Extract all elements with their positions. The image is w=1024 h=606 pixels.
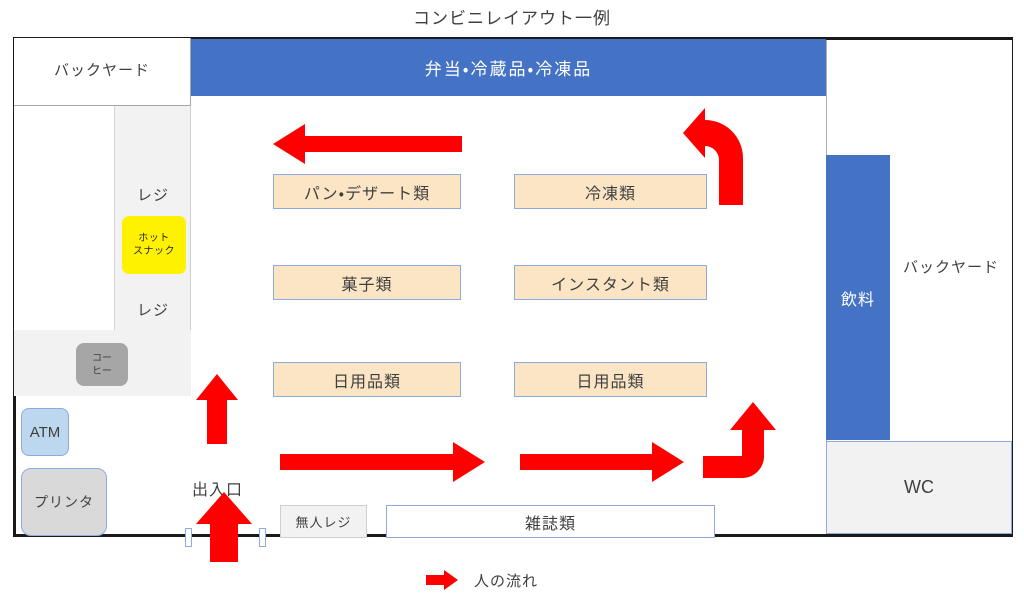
- magazines-label: 雑誌類: [524, 515, 576, 533]
- shelf-sweets: 菓子類: [273, 265, 461, 300]
- shelf-bread-label: パン・デザート類: [303, 185, 431, 203]
- backyard-right-label: バックヤード: [902, 258, 999, 276]
- legend: 人の流れ: [424, 565, 684, 595]
- drinks-label: 飲料: [840, 291, 875, 309]
- page-title: コンビニレイアウト一例: [413, 9, 611, 28]
- shelf-bread-dessert: パン・デザート類: [273, 174, 461, 209]
- self-checkout-register: 無人レジ: [280, 505, 367, 538]
- backyard-top-left: バックヤード: [14, 38, 191, 106]
- legend-arrow-icon: [426, 570, 458, 590]
- printer-machine: プリンタ: [21, 468, 107, 536]
- shelf-frozen: 冷凍類: [514, 174, 707, 209]
- atm-machine: ATM: [21, 408, 69, 456]
- hot-snack-case: ホット スナック: [122, 216, 186, 274]
- shelf-bento-chilled-frozen: 弁当・冷蔵品・冷凍品: [191, 39, 826, 96]
- shelf-instant-label: インスタント類: [551, 276, 670, 294]
- door-marker-right: [259, 528, 266, 547]
- shelf-daily-right-label: 日用品類: [576, 373, 645, 391]
- backyard-top-label: バックヤード: [53, 62, 150, 80]
- restroom: WC: [826, 441, 1012, 534]
- wc-label: WC: [904, 477, 934, 497]
- shelf-frozen-label: 冷凍類: [584, 185, 636, 203]
- hot-snack-label-line2: スナック: [133, 246, 175, 257]
- shelf-daily-goods-left: 日用品類: [273, 362, 461, 397]
- door-marker-left: [185, 528, 192, 547]
- backyard-right: バックヤード: [890, 96, 1012, 440]
- register-top-label: レジ: [136, 186, 169, 204]
- self-checkout-label: 無人レジ: [295, 515, 352, 530]
- coffee-label-line2: ヒー: [92, 365, 112, 377]
- coffee-machine: コー ヒー: [76, 343, 128, 386]
- legend-label: 人の流れ: [474, 572, 539, 590]
- entrance-label: 出入口: [192, 482, 244, 499]
- register-top: レジ: [115, 177, 191, 211]
- shelf-instant-food: インスタント類: [514, 265, 707, 300]
- shelf-daily-left-label: 日用品類: [332, 373, 401, 391]
- shelf-sweets-label: 菓子類: [341, 276, 393, 294]
- hot-snack-label-line1: ホット: [138, 232, 170, 244]
- register-bottom: レジ: [115, 292, 191, 326]
- top-shelf-label: 弁当・冷蔵品・冷凍品: [424, 60, 593, 79]
- register-bottom-label: レジ: [136, 301, 169, 319]
- shelf-daily-goods-right: 日用品類: [514, 362, 707, 397]
- printer-label: プリンタ: [34, 494, 94, 510]
- coffee-label-line1: コー: [92, 352, 112, 364]
- atm-label: ATM: [29, 423, 61, 441]
- shelf-drinks: 飲料: [826, 155, 890, 440]
- shelf-magazines: 雑誌類: [386, 505, 715, 538]
